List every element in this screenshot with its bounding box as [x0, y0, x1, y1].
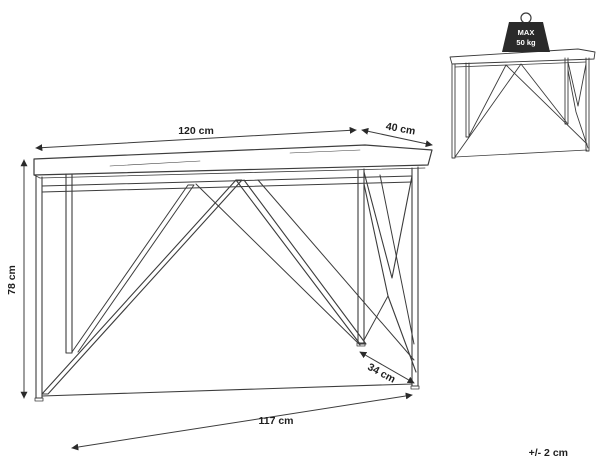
- height-label: 78 cm: [6, 265, 18, 295]
- width-label: 120 cm: [178, 125, 214, 137]
- weight-body: [502, 22, 550, 52]
- base-width-label: 117 cm: [258, 415, 293, 427]
- weight-icon: MAX 50 kg: [502, 12, 550, 52]
- tolerance-note: +/- 2 cm: [529, 447, 568, 459]
- console-table-thumbnail: [449, 48, 596, 159]
- leg-back-left: [65, 173, 73, 354]
- load-badge-line1: MAX: [518, 28, 535, 37]
- dimension-base-width: 117 cm: [71, 392, 413, 451]
- front-brace: [41, 179, 243, 395]
- depth-label: 40 cm: [385, 121, 416, 138]
- leg-back-right: [357, 168, 365, 344]
- side-brace-right: [363, 171, 413, 279]
- load-badge-line2: 50 kg: [516, 38, 536, 47]
- back-brace: [71, 184, 195, 353]
- dimension-width: 120 cm: [35, 125, 357, 152]
- dimension-depth: 40 cm: [361, 121, 433, 148]
- leg-front-left: [35, 175, 43, 399]
- table-top: [33, 144, 433, 176]
- dimension-height: 78 cm: [6, 159, 28, 399]
- dimension-leg-depth: 34 cm: [359, 351, 415, 386]
- leg-front-right: [411, 166, 419, 387]
- console-table-main: [33, 144, 433, 402]
